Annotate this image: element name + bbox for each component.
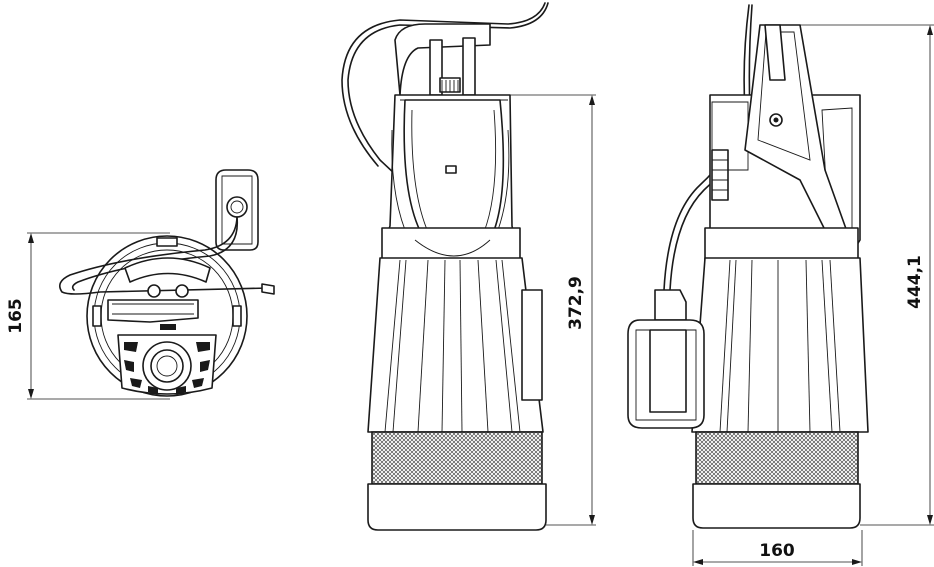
dimension-side-width: 160 [692, 530, 863, 566]
dimension-front-view: 372,9 [510, 94, 596, 526]
front-view: 372,9 [341, 2, 596, 531]
handle-top [124, 257, 211, 283]
outlet-grill [117, 334, 217, 395]
dimension-label-444-1: 444,1 [905, 255, 925, 309]
ribbed-body-front [367, 257, 544, 433]
cable-clip [107, 299, 199, 323]
cable-loop [59, 216, 271, 295]
dimension-label-165: 165 [6, 298, 26, 334]
dimension-label-372-9: 372,9 [566, 276, 586, 330]
dimension-label-160: 160 [759, 541, 795, 561]
rim-notches [92, 237, 242, 327]
base-front [367, 483, 547, 531]
dimension-side-height: 444,1 [785, 24, 934, 526]
intake-mesh-side [695, 431, 859, 485]
base-side [692, 483, 861, 529]
intake-mesh-front [371, 431, 543, 485]
dimension-top-view: 165 [6, 232, 170, 400]
ribbed-body-side [691, 257, 869, 433]
top-view: 165 [6, 169, 275, 400]
float-switch-side [627, 289, 705, 429]
float-switch-top [215, 169, 259, 251]
side-view: 444,1 160 [627, 4, 934, 566]
cable-front [347, 2, 549, 176]
